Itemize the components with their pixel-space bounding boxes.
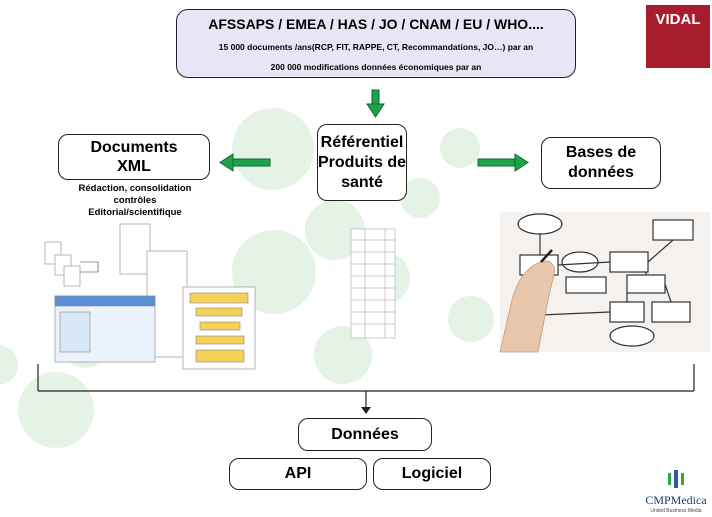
xml-document-thumbnails (44, 223, 256, 370)
databases-line-2: données (568, 164, 634, 181)
cmpmedica-name: CMPMedica (645, 493, 707, 507)
referentiel-line-1: Référentiel (320, 133, 404, 151)
sources-box: AFSSAPS / EMEA / HAS / JO / CNAM / EU / … (176, 9, 576, 78)
background-circle (440, 128, 480, 168)
sources-title: AFSSAPS / EMEA / HAS / JO / CNAM / EU / … (208, 16, 544, 32)
background-circle (232, 108, 314, 190)
green-arrow-left (219, 153, 271, 172)
referentiel-line-2: Produits de (318, 153, 407, 171)
arrow-to-donnees (361, 407, 371, 414)
documents-line-2: XML (117, 158, 151, 175)
api-box: API (229, 458, 367, 490)
documents-caption-2: contrôles (113, 195, 157, 206)
background-circle (448, 296, 494, 342)
databases-box: Bases de données (541, 137, 661, 189)
documents-caption-1: Rédaction, consolidation (78, 183, 192, 194)
donnees-box: Données (298, 418, 432, 451)
cmpmedica-emblem-icon (668, 470, 684, 488)
background-circle (0, 345, 18, 385)
documents-line-1: Documents (90, 139, 178, 156)
vidal-logo-text: VIDAL (655, 11, 701, 28)
databases-line-1: Bases de (565, 144, 637, 161)
logiciel-label: Logiciel (401, 465, 463, 482)
green-arrow-right (477, 153, 529, 172)
documents-xml-box: Documents XML (58, 134, 210, 180)
donnees-label: Données (331, 425, 399, 443)
background-circle (18, 372, 94, 448)
referentiel-box: Référentiel Produits de santé (317, 124, 407, 201)
logiciel-box: Logiciel (373, 458, 491, 490)
cmpmedica-logo: CMPMedica United Business Media (640, 470, 712, 514)
sources-documents-line: 15 000 documents /ans(RCP, FIT, RAPPE, C… (218, 42, 534, 52)
sources-modifications-line: 200 000 modifications données économique… (270, 62, 482, 72)
documents-caption: Rédaction, consolidation contrôles Edito… (60, 183, 210, 219)
api-label: API (284, 465, 312, 482)
green-arrow-down (366, 89, 385, 118)
hand-with-pen (499, 249, 556, 353)
bracket-connector (37, 364, 695, 408)
referentiel-line-3: santé (341, 173, 383, 191)
vidal-logo: VIDAL (646, 5, 710, 68)
documents-caption-3: Editorial/scientifique (88, 207, 182, 218)
product-table-thumbnail (350, 228, 396, 339)
cmpmedica-tagline: United Business Media (650, 508, 702, 514)
